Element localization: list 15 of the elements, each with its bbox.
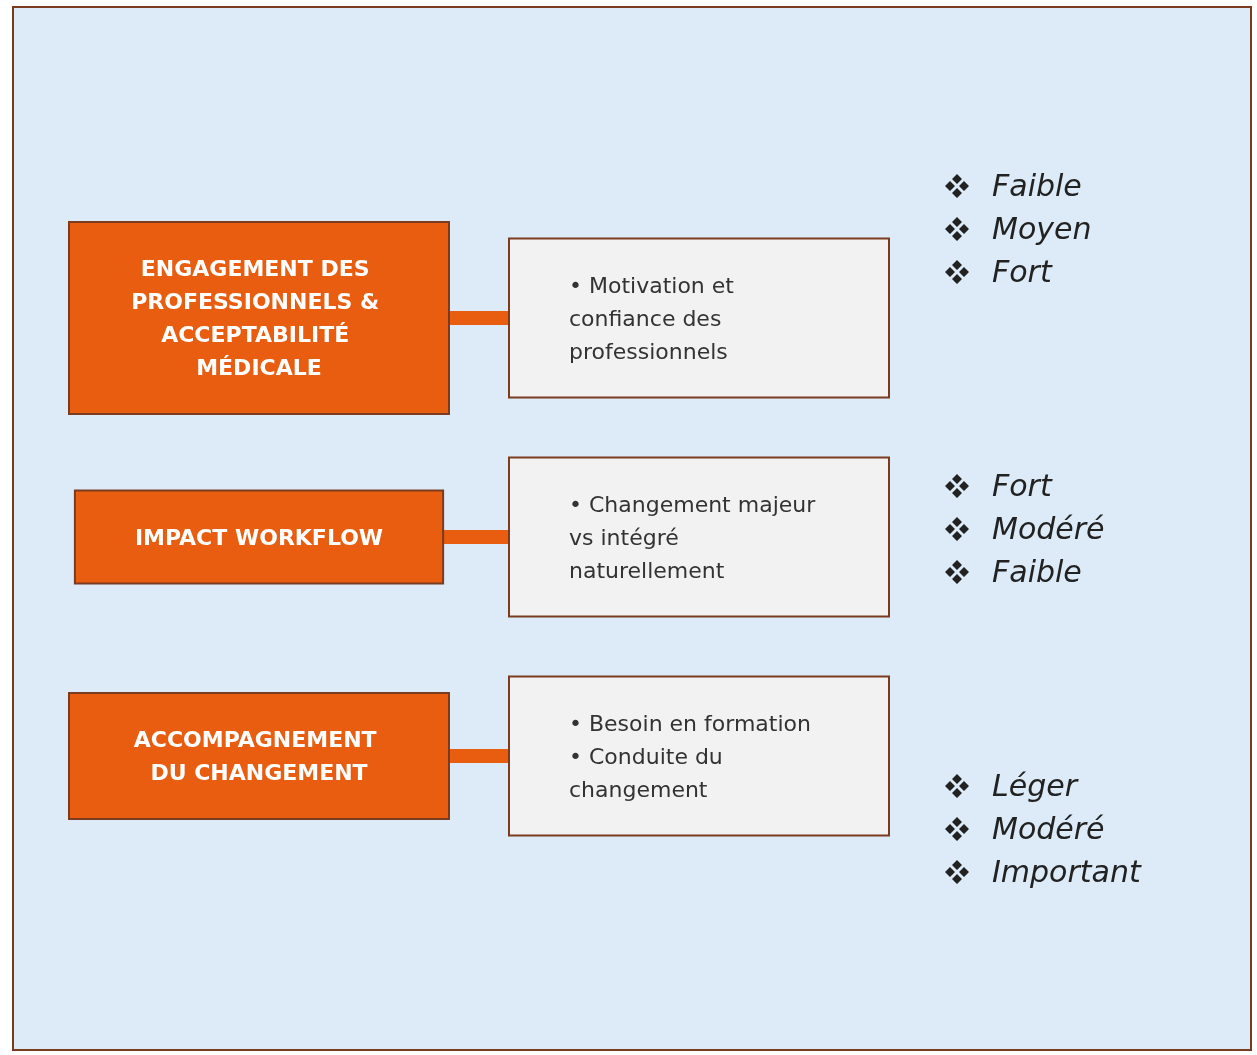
node-box: • Motivation et confiance des professionnels [508,237,890,399]
rating-label: Modéré [992,811,1105,846]
node-box: • Changement majeur vs intégré naturellement [508,456,890,618]
rating-label: Modéré [992,511,1105,546]
rating-label: Moyen [992,211,1092,246]
node-box: ENGAGEMENT DES PROFESSIONNELS & ACCEPTABILITÉ MÉDICALE [68,220,450,415]
node-box: IMPACT WORKFLOW [73,489,445,585]
rating-label: Fort [992,468,1052,503]
rating-label: Faible [992,168,1082,203]
node-box: ACCOMPAGNEMENT DU CHANGEMENT [68,691,450,820]
rating-label: Important [992,854,1141,889]
rating-label: Léger [992,768,1077,803]
node-box: • Besoin en formation • Conduite du changement [508,675,890,837]
rating-label: Faible [992,554,1082,589]
rating-label: Fort [992,254,1052,289]
